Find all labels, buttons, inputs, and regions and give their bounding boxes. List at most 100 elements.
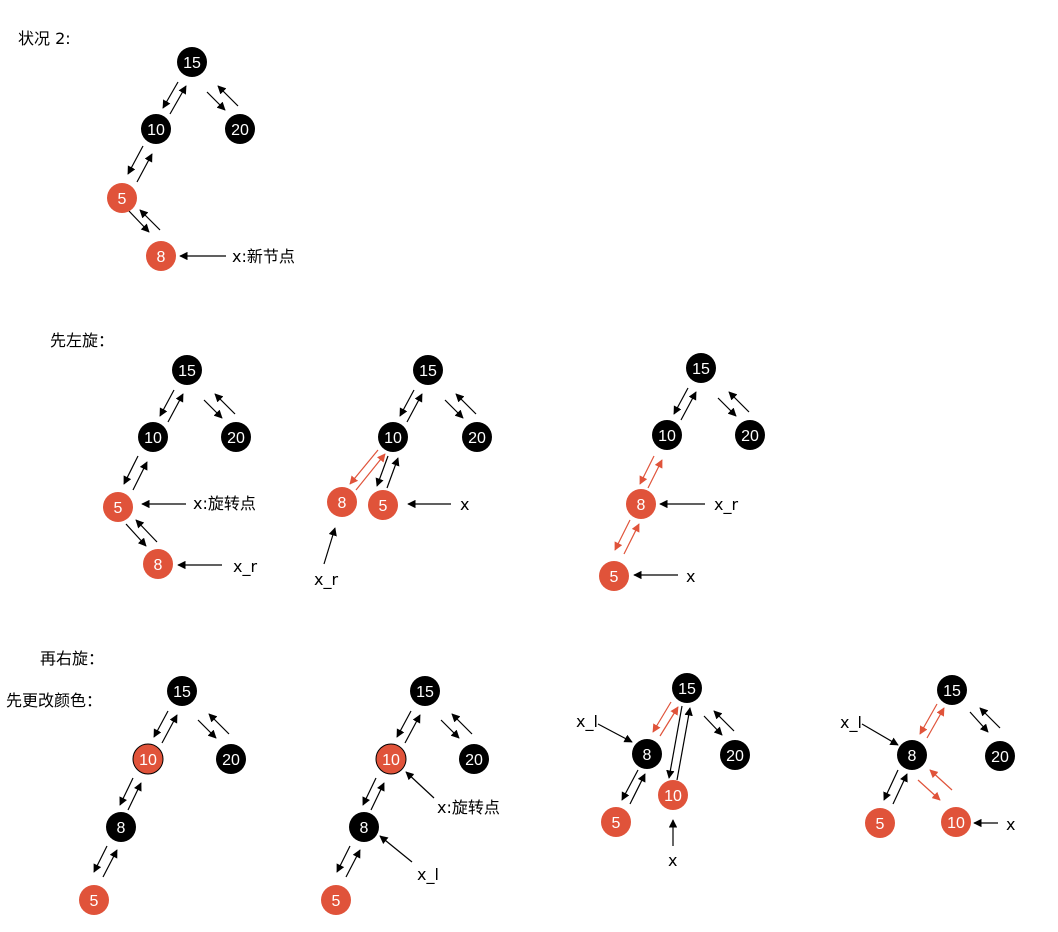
- heading-recolor-first: 先更改颜色：: [6, 691, 102, 710]
- tree-node-15: [172, 355, 202, 385]
- annotation-rotation-point: x:旋转点: [193, 494, 256, 513]
- edge-arrow: [139, 209, 161, 231]
- tree-node-10: [652, 420, 682, 450]
- heading-left-rotate-first: 先左旋：: [50, 331, 114, 350]
- node-label-10: 10: [658, 428, 676, 445]
- tree-node-20: [216, 744, 246, 774]
- annotation-x-r: x_r: [714, 495, 738, 515]
- annotation-arrow: [379, 835, 413, 863]
- edge-arrow: [197, 719, 217, 739]
- edge-arrow-highlight: [355, 453, 386, 491]
- edge-arrow: [703, 715, 723, 736]
- node-label-20: 20: [465, 752, 483, 769]
- diagram-left-rotate-step3: 15 10 20 8 5 x_r x: [599, 353, 765, 591]
- tree-node-5: [368, 490, 398, 520]
- edge-arrow: [123, 455, 139, 485]
- node-label-10: 10: [382, 752, 400, 769]
- edge-arrow: [673, 387, 689, 415]
- node-label-15: 15: [173, 684, 191, 701]
- tree-node-20: [462, 422, 492, 452]
- node-label-10: 10: [139, 752, 157, 769]
- node-label-5: 5: [114, 500, 123, 517]
- tree-node-15: [937, 675, 967, 705]
- edge-arrow-highlight: [929, 769, 953, 791]
- edge-arrow: [440, 719, 460, 739]
- node-label-10: 10: [947, 815, 965, 832]
- edge-arrow: [159, 389, 175, 417]
- node-label-20: 20: [222, 752, 240, 769]
- node-label-20: 20: [231, 122, 249, 139]
- annotation-x-r: x_r: [314, 570, 338, 590]
- annotation-x-l: x_l: [576, 712, 598, 732]
- annotation-x-l: x_l: [417, 865, 439, 885]
- edge-arrow: [404, 714, 421, 744]
- node-label-10: 10: [664, 788, 682, 805]
- node-label-15: 15: [678, 681, 696, 698]
- edge-arrow-highlight: [349, 449, 379, 485]
- edge-arrow: [162, 81, 179, 109]
- edge-arrow: [132, 461, 148, 491]
- node-label-20: 20: [468, 430, 486, 447]
- annotation-new-node: x:新节点: [232, 247, 295, 266]
- edge-arrow-highlight: [917, 779, 941, 801]
- diagram-right-rotate-step2: 15 8 20 5 10 x_l x: [576, 673, 750, 870]
- node-label-5: 5: [379, 498, 388, 515]
- edge-arrow-highlight: [926, 707, 945, 739]
- node-label-20: 20: [726, 748, 744, 765]
- edge-arrow: [217, 85, 239, 107]
- edge-arrow: [135, 519, 158, 543]
- edge-arrow: [676, 707, 693, 781]
- edge-arrow: [375, 455, 389, 487]
- node-label-15: 15: [416, 684, 434, 701]
- edge-arrow: [153, 710, 169, 738]
- node-label-5: 5: [610, 569, 619, 586]
- edge-arrow: [666, 705, 683, 779]
- node-label-15: 15: [178, 363, 196, 380]
- node-label-8: 8: [117, 820, 126, 837]
- edge-arrow: [621, 769, 639, 801]
- diagram-right-rotate-step1: 15 10 20 8 5 x:旋转点 x_l: [321, 676, 500, 915]
- tree-node-8: [146, 241, 176, 271]
- tree-node-5: [321, 885, 351, 915]
- edge-arrow-highlight: [652, 701, 672, 733]
- tree-node-8: [349, 812, 379, 842]
- tree-node-10: [378, 422, 408, 452]
- edge-arrow: [362, 777, 377, 806]
- edge-arrow: [203, 399, 223, 419]
- edge-arrow: [206, 91, 226, 111]
- tree-node-5: [599, 561, 629, 591]
- node-label-8: 8: [338, 495, 347, 512]
- edge-arrow: [214, 393, 236, 415]
- edge-arrow: [713, 710, 735, 732]
- edge-arrow: [451, 713, 473, 735]
- node-label-5: 5: [876, 816, 885, 833]
- node-label-5: 5: [118, 191, 127, 208]
- node-label-10: 10: [384, 430, 402, 447]
- edge-arrow: [161, 714, 178, 744]
- tree-node-8: [327, 487, 357, 517]
- edge-arrow: [93, 845, 108, 873]
- tree-node-10: [375, 743, 407, 775]
- tree-node-8: [632, 739, 662, 769]
- annotation-arrow: [405, 771, 435, 799]
- edge-arrow: [102, 849, 118, 878]
- edge-arrow: [345, 849, 361, 878]
- node-label-8: 8: [643, 747, 652, 764]
- node-label-5: 5: [90, 893, 99, 910]
- edge-arrow: [396, 710, 412, 738]
- edge-arrow: [127, 209, 150, 233]
- diagram-case2-initial: 15 10 20 5 8 x:新节点: [107, 47, 295, 271]
- annotation-x: x: [668, 851, 677, 870]
- tree-node-5: [103, 492, 133, 522]
- annotation-x-l: x_l: [840, 713, 862, 733]
- node-label-20: 20: [741, 428, 759, 445]
- heading-then-right-rotate: 再右旋：: [40, 649, 104, 668]
- tree-node-8: [143, 549, 173, 579]
- edge-arrow-highlight: [639, 455, 655, 485]
- node-label-15: 15: [692, 361, 710, 378]
- node-label-10: 10: [144, 430, 162, 447]
- tree-node-5: [79, 885, 109, 915]
- node-label-8: 8: [360, 820, 369, 837]
- node-label-5: 5: [612, 815, 621, 832]
- tree-node-8: [106, 812, 136, 842]
